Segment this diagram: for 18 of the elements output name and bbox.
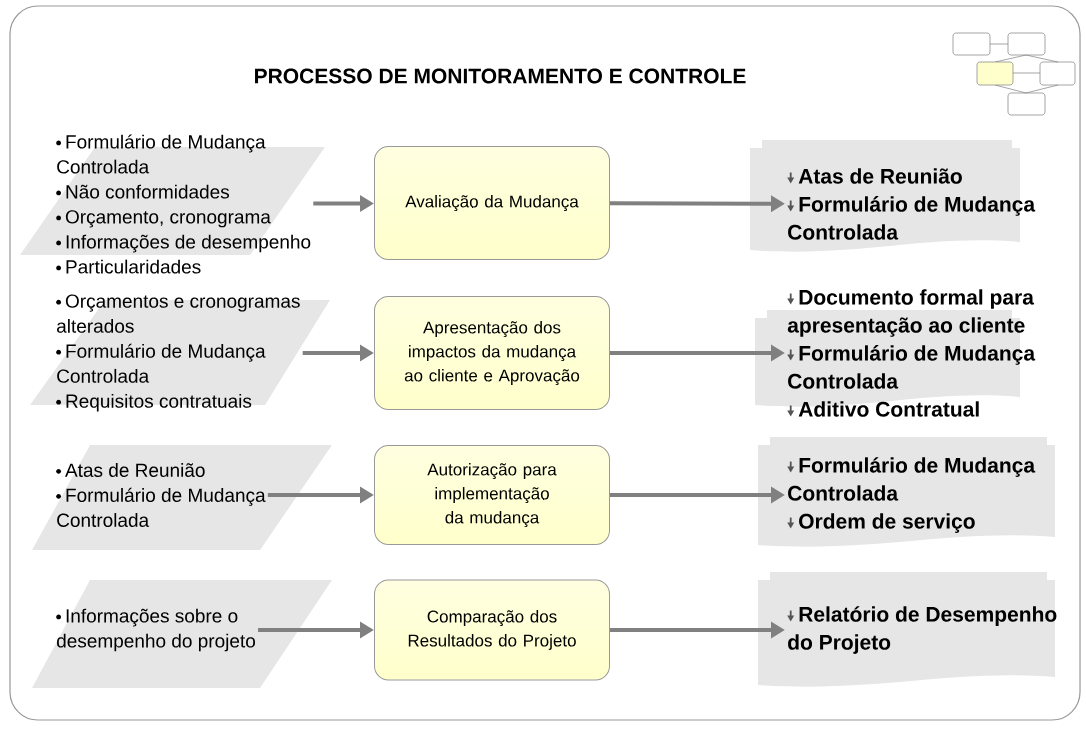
process-box: Comparação dos Resultados do Projeto — [374, 579, 610, 681]
input-parallelogram: Formulário de Mudança Controlada Não conformidades Orçamento, cronograma Informações de desempenho Particularidades — [20, 134, 325, 274]
node-label: Aditivo Contratual — [798, 401, 979, 417]
process-box: Avaliação da Mudança — [374, 146, 610, 260]
node-label: apresentação ao cliente — [787, 317, 1025, 337]
process-box: Apresentação dos impactos da mudança ao cliente e Aprovação — [374, 296, 610, 410]
output-document: Documento formal para apresentação ao cliente Formulário de Mudança Controlada Aditivo Contratual — [755, 289, 1036, 417]
title: PROCESSO DE MONITORAMENTO E CONTROLE — [255, 68, 746, 84]
input-parallelogram: Atas de Reunião Formulário de Mudança Controlada — [32, 445, 332, 550]
process-box: Autorização para implementação da mudança — [374, 445, 610, 545]
output-document: Formulário de Mudança Controlada Ordem de serviço — [758, 437, 1055, 547]
input-parallelogram: Informações sobre o desempenho do projeto — [32, 580, 332, 688]
input-parallelogram: Orçamentos e cronogramas alterados Formulário de Mudança Controlada Requisitos contratuais — [30, 294, 330, 412]
output-document: Atas de Reunião Formulário de Mudança Controlada — [750, 140, 1036, 252]
node-label: Formulário de Mudança Controlada — [788, 345, 1036, 389]
node-label: Documento formal para — [799, 289, 1035, 309]
node-label: Particularidades — [66, 259, 201, 274]
output-document: Relatório de Desempenho do Projeto — [758, 572, 1057, 687]
